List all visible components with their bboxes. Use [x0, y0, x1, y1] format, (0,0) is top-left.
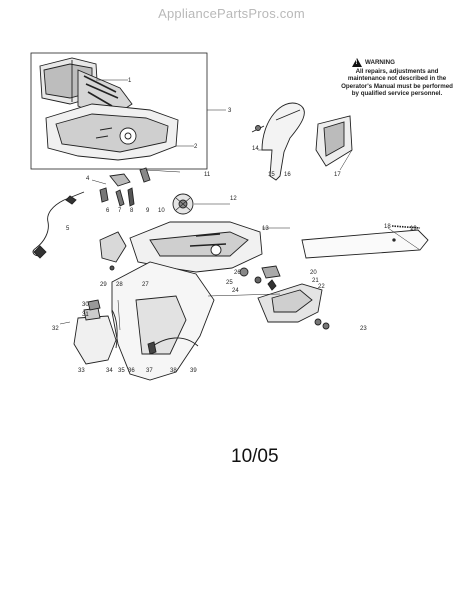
motor-inset-box — [30, 52, 208, 170]
motor-frame — [45, 103, 179, 161]
oil-tank — [73, 299, 118, 365]
callout-8: 8 — [130, 208, 134, 214]
callout-16: 16 — [284, 172, 291, 178]
callout-23: 23 — [360, 326, 367, 332]
callout-7: 7 — [118, 208, 122, 214]
callout-10: 10 — [158, 208, 165, 214]
callout-20: 20 — [310, 270, 317, 276]
oil-line — [147, 337, 199, 355]
callout-6: 6 — [106, 208, 110, 214]
leader-lines — [59, 79, 421, 331]
rear-handle-piece — [99, 231, 127, 271]
power-cord — [32, 191, 85, 259]
callout-12: 12 — [230, 196, 237, 202]
tensioner-parts — [239, 265, 281, 291]
callout-37: 37 — [146, 368, 153, 374]
callout-9: 9 — [146, 208, 150, 214]
callout-14: 14 — [252, 146, 259, 152]
callout-3: 3 — [228, 108, 232, 114]
callout-36: 36 — [128, 368, 135, 374]
date-code: 10/05 — [231, 446, 279, 467]
warning-title: WARNING — [365, 58, 395, 66]
callout-39: 39 — [190, 368, 197, 374]
callout-25: 25 — [226, 280, 233, 286]
front-handle — [251, 102, 305, 181]
callout-32: 32 — [52, 326, 59, 332]
hand-guard — [315, 115, 353, 167]
callout-26: 26 — [234, 270, 241, 276]
callout-18: 18 — [384, 224, 391, 230]
callout-30: 30 — [82, 302, 89, 308]
callout-2: 2 — [194, 144, 198, 150]
callout-31: 31 — [82, 312, 89, 318]
sprocket — [172, 193, 194, 215]
switch-parts — [99, 167, 151, 207]
callout-labels: 1 2 3 4 5 6 7 8 9 10 11 12 13 14 15 16 1… — [52, 78, 417, 374]
warning-header: WARNING — [352, 58, 456, 67]
callout-24: 24 — [232, 288, 239, 294]
warning-text: All repairs, adjustments and maintenance… — [341, 68, 453, 98]
callout-11: 11 — [204, 172, 211, 178]
callout-38: 38 — [170, 368, 177, 374]
guide-bar — [301, 225, 429, 259]
warning-note: WARNING All repairs, adjustments and mai… — [338, 58, 456, 98]
main-housing — [111, 221, 263, 381]
callout-28: 28 — [116, 282, 123, 288]
callout-35: 35 — [118, 368, 125, 374]
callout-29: 29 — [100, 282, 107, 288]
callout-34: 34 — [106, 368, 113, 374]
callout-33: 33 — [78, 368, 85, 374]
callout-19: 19 — [410, 226, 417, 232]
callout-13: 13 — [262, 226, 269, 232]
callout-4: 4 — [86, 176, 90, 182]
callout-5: 5 — [66, 226, 70, 232]
callout-1: 1 — [128, 78, 132, 84]
sprocket-cover — [257, 283, 330, 330]
callout-22: 22 — [318, 284, 325, 290]
callout-21: 21 — [312, 278, 319, 284]
callout-17: 17 — [334, 172, 341, 178]
callout-27: 27 — [142, 282, 149, 288]
warning-triangle-icon — [352, 58, 362, 67]
callout-15: 15 — [268, 172, 275, 178]
watermark: AppliancePartsPros.com — [158, 6, 305, 21]
